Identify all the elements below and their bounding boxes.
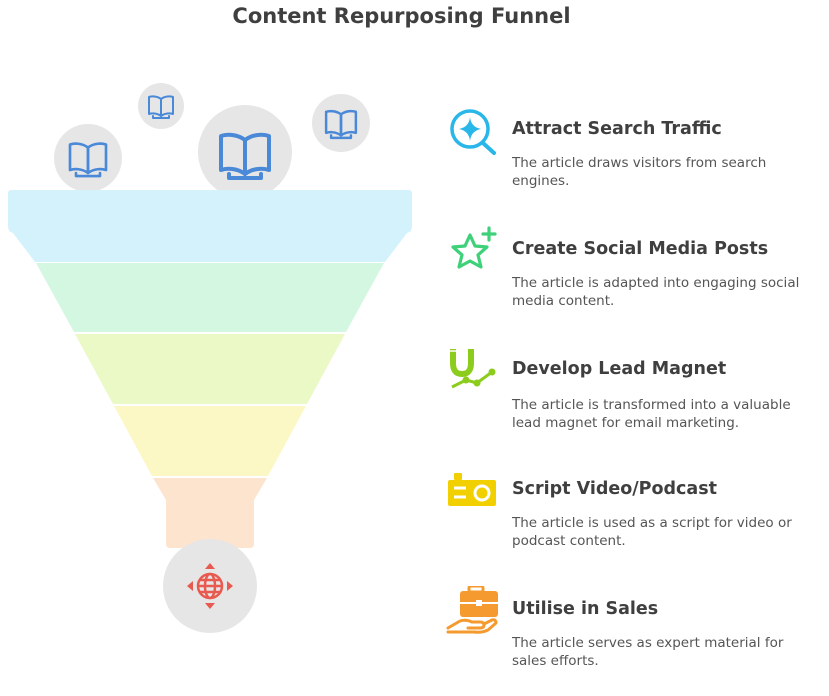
funnel-layer-1 (8, 190, 412, 262)
stage-title: Develop Lead Magnet (512, 359, 727, 379)
stage-description: The article is used as a script for vide… (512, 515, 792, 549)
funnel-layer-5 (153, 478, 267, 548)
video-camera-icon (448, 473, 496, 506)
output-globe (163, 539, 257, 633)
stage-title: Utilise in Sales (512, 599, 659, 619)
funnel-layer-4 (114, 406, 306, 476)
stage-title: Script Video/Podcast (512, 479, 717, 499)
stage-description: The article is transformed into a valuab… (512, 397, 791, 431)
stage-description: The article serves as expert material fo… (512, 635, 784, 669)
briefcase-hand-icon (446, 586, 498, 634)
stage-description: The article is adapted into engaging soc… (512, 275, 800, 309)
diagram-title: Content Repurposing Funnel (232, 4, 571, 28)
stage-title: Create Social Media Posts (512, 239, 769, 259)
funnel-layer-3 (75, 334, 345, 404)
input-book-left (54, 124, 122, 192)
funnel-graphic (8, 83, 412, 633)
input-book-small-top (138, 83, 184, 129)
magnet-growth-icon (450, 349, 496, 389)
input-book-right (312, 94, 370, 152)
input-book-center (198, 105, 292, 199)
star-plus-icon (451, 226, 497, 269)
funnel-layer-2 (36, 263, 384, 332)
stage-description: The article draws visitors from search e… (512, 155, 767, 189)
search-sparkle-icon (450, 109, 496, 155)
stage-title: Attract Search Traffic (512, 119, 722, 139)
